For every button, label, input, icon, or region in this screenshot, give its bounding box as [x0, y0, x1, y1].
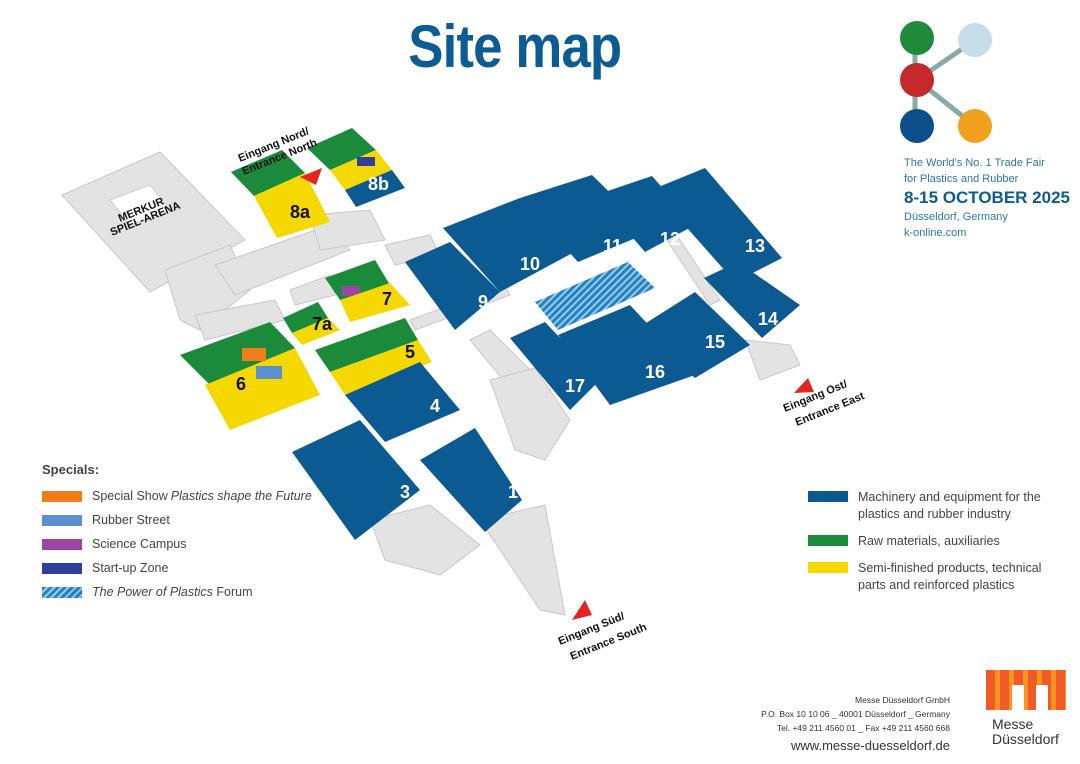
svg-text:17: 17 [565, 376, 585, 396]
legend-item: The Power of Plastics Forum [42, 585, 312, 599]
hall-15[interactable]: 15 [635, 292, 750, 378]
entrance-arrow-icon [300, 168, 322, 185]
event-dates: 8-15 OCTOBER 2025 [904, 188, 1070, 207]
specials-legend: Specials: Special Show Plastics shape th… [42, 462, 312, 609]
svg-text:1: 1 [508, 482, 518, 502]
website-link[interactable]: www.messe-duesseldorf.de [791, 738, 950, 753]
k-fair-logo [900, 21, 992, 143]
hall-7[interactable]: 7 [325, 260, 410, 322]
svg-text:4: 4 [430, 396, 440, 416]
hall-13[interactable]: 13 [656, 168, 782, 282]
entrance-arrow-icon [572, 600, 592, 620]
hall-7a[interactable]: 7a [283, 302, 340, 345]
hall-1[interactable]: 1 [420, 428, 522, 532]
legend-item: Start-up Zone [42, 561, 312, 575]
event-website-link[interactable]: k-online.com [904, 227, 967, 239]
svg-text:6: 6 [236, 374, 246, 394]
forum[interactable] [535, 262, 655, 330]
legend-item: Science Campus [42, 537, 312, 551]
entrance-arrow-icon [794, 378, 814, 393]
entrance-east[interactable]: Eingang Ost/Entrance East [782, 378, 867, 429]
entrance-south[interactable]: Eingang Süd/Entrance South [557, 600, 649, 663]
hall-8b[interactable]: 8b [307, 128, 405, 207]
svg-text:5: 5 [405, 342, 415, 362]
svg-text:10: 10 [520, 254, 540, 274]
legend-item: Semi-finished products, technical parts … [808, 560, 1068, 594]
legend-item: Special Show Plastics shape the Future [42, 489, 312, 503]
svg-text:7a: 7a [312, 314, 333, 334]
legend-item: Raw materials, auxiliaries [808, 533, 1068, 550]
hall-5[interactable]: 5 [315, 318, 432, 395]
svg-text:7: 7 [382, 289, 392, 309]
page-title: Site map [408, 13, 622, 80]
svg-text:3: 3 [400, 482, 410, 502]
category-legend: Machinery and equipment for the plastics… [808, 489, 1068, 604]
svg-text:13: 13 [745, 236, 765, 256]
svg-text:15: 15 [705, 332, 725, 352]
svg-text:8b: 8b [368, 174, 389, 194]
legend-item: Machinery and equipment for the plastics… [808, 489, 1068, 523]
hall-14[interactable]: 14 [704, 262, 800, 338]
hall-8a[interactable]: 8a [231, 150, 330, 238]
svg-text:12: 12 [660, 229, 680, 249]
hall-9[interactable]: 9 [405, 242, 500, 330]
hall-12[interactable]: 12 [596, 176, 695, 252]
hall-4[interactable]: 4 [345, 362, 460, 442]
svg-text:8a: 8a [290, 202, 311, 222]
svg-text:16: 16 [645, 362, 665, 382]
svg-text:14: 14 [758, 309, 778, 329]
hall-17[interactable]: 17 [510, 322, 600, 410]
hall-11[interactable]: 11 [520, 175, 650, 262]
walkways [61, 151, 801, 616]
svg-text:11: 11 [603, 236, 622, 256]
legend-item: Rubber Street [42, 513, 312, 527]
specials-title: Specials: [42, 462, 100, 477]
hall-3[interactable]: 3 [292, 420, 420, 540]
svg-text:9: 9 [478, 292, 488, 312]
hall-6[interactable]: 6 [180, 322, 320, 430]
